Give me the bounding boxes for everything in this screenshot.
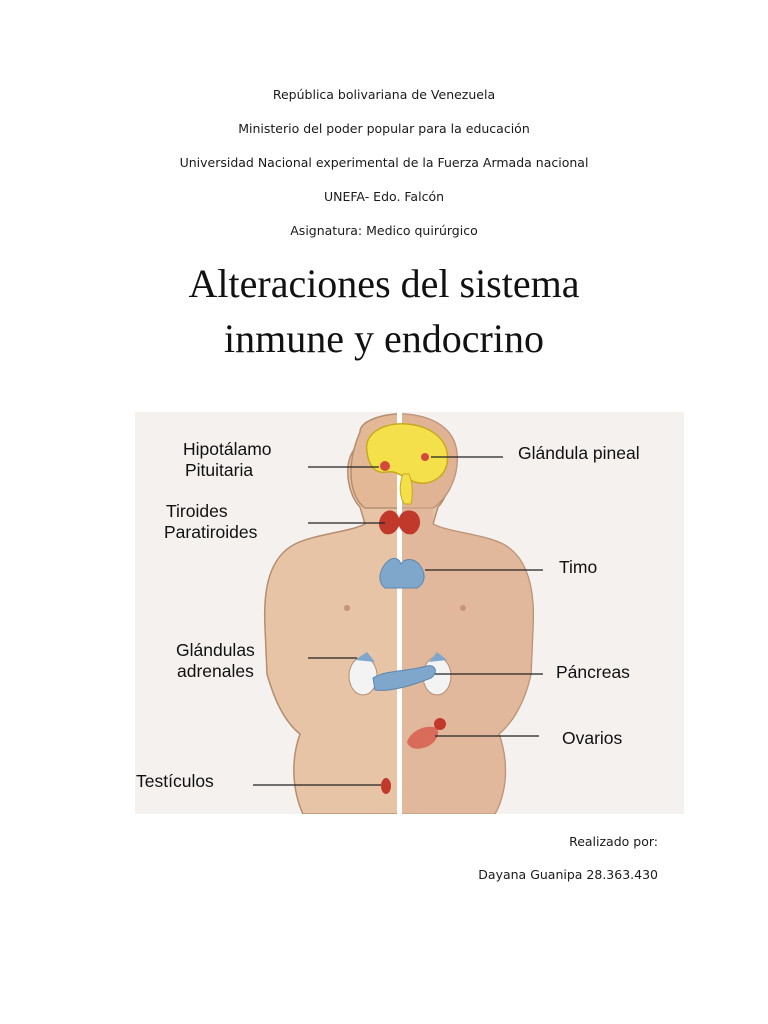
label-pineal: Glándula pineal — [518, 443, 640, 463]
label-hipotalamo: Hipotálamo — [183, 439, 272, 459]
body-right-half — [399, 414, 534, 814]
uterus-shape — [407, 726, 439, 749]
right-nipple — [460, 605, 466, 611]
campus-line: UNEFA- Edo. Falcón — [323, 189, 445, 204]
pancreas-gland — [372, 665, 436, 691]
label-pancreas: Páncreas — [556, 662, 630, 682]
label-tiroides: Tiroides — [166, 501, 228, 521]
document-title-line-2: inmune y endocrino — [224, 316, 544, 361]
pineal-gland — [421, 453, 429, 461]
ministry-line: Ministerio del poder popular para la edu… — [238, 121, 530, 136]
body-divider — [397, 412, 402, 814]
subject-line: Asignatura: Medico quirúrgico — [290, 223, 478, 238]
brainstem-shape — [399, 473, 413, 505]
label-testiculos: Testículos — [136, 771, 214, 791]
testicle-gland — [381, 778, 391, 794]
author-name: Dayana Guanipa 28.363.430 — [478, 867, 658, 882]
label-timo: Timo — [559, 557, 598, 577]
left-nipple — [344, 605, 350, 611]
label-pituitaria: Pituitaria — [185, 460, 254, 480]
left-kidney — [348, 656, 378, 696]
made-by-label: Realizado por: — [569, 834, 658, 849]
institution-line: República bolivariana de Venezuela — [272, 87, 496, 102]
label-adrenales: adrenales — [177, 661, 254, 681]
endocrine-system-figure: Hipotálamo Pituitaria Tiroides Paratiroi… — [135, 412, 684, 814]
thyroid-gland — [379, 510, 421, 535]
university-line: Universidad Nacional experimental de la … — [179, 155, 589, 170]
endocrine-body-illustration — [253, 412, 543, 814]
document-title-line-1: Alteraciones del sistema — [188, 261, 580, 306]
ovary-gland — [434, 718, 446, 730]
right-adrenal — [429, 652, 447, 662]
label-paratiroides: Paratiroides — [164, 522, 258, 542]
thymus-gland — [379, 557, 425, 589]
pituitary-gland — [380, 461, 390, 471]
label-ovarios: Ovarios — [562, 728, 623, 748]
label-glandulas: Glándulas — [176, 640, 255, 660]
left-adrenal — [355, 652, 375, 662]
